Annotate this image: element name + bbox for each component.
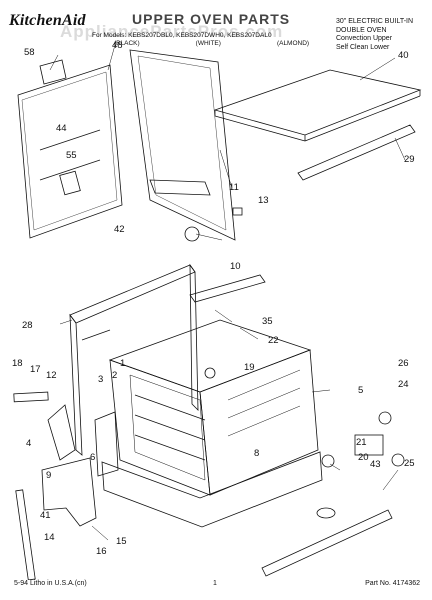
page-number: 1 [213, 580, 217, 587]
callout-18: 18 [12, 358, 23, 369]
callout-25: 25 [404, 458, 415, 469]
gasket [189, 274, 266, 303]
color-variants: (BLACK) (WHITE) (ALMOND) [114, 40, 309, 48]
callout-10: 10 [230, 261, 241, 272]
leg-20 [316, 507, 336, 519]
desc-line: Convection Upper [336, 35, 393, 42]
callout-19: 19 [244, 362, 255, 373]
callout-13: 13 [258, 195, 269, 206]
trim-43 [261, 509, 393, 577]
desc-line: 30" ELECTRIC BUILT-IN [336, 18, 414, 25]
selector-24 [354, 434, 384, 456]
callout-5: 5 [358, 385, 364, 396]
page-title: UPPER OVEN PARTS [132, 11, 291, 27]
element-21 [321, 454, 335, 468]
base-pan [101, 451, 323, 528]
top-panel [213, 69, 422, 142]
color-almond: (ALMOND) [276, 40, 310, 47]
callout-8: 8 [254, 448, 260, 459]
rail-29 [297, 124, 416, 181]
callout-3: 3 [98, 374, 104, 385]
callout-44: 44 [56, 123, 67, 134]
models-line: For Models: KEBS207DBL0, KEBS207DWH0, KE… [92, 32, 272, 39]
bracket-58 [39, 59, 67, 85]
callout-20: 20 [358, 452, 369, 463]
callout-24: 24 [398, 379, 409, 390]
callout-6: 6 [90, 452, 96, 463]
brand-logo: KitchenAid [9, 12, 86, 29]
callout-43: 43 [370, 459, 381, 470]
knob-26 [378, 411, 392, 425]
callout-21: 21 [356, 437, 367, 448]
front-frame [69, 263, 199, 456]
rear-panel [17, 64, 123, 239]
color-white: (WHITE) [195, 40, 221, 47]
clip-13 [232, 207, 243, 216]
part-number: Part No. 4174362 [365, 580, 420, 587]
callout-26: 26 [398, 358, 409, 369]
callout-55: 55 [66, 150, 77, 161]
bracket-3 [94, 411, 119, 477]
latch-12 [47, 404, 76, 461]
callout-41: 41 [40, 510, 51, 521]
desc-line: DOUBLE OVEN [336, 26, 387, 34]
knob-10 [184, 226, 200, 242]
page-header: KitchenAid UPPER OVEN PARTS AppliancePar… [0, 6, 432, 68]
hinge-9 [41, 457, 97, 527]
oven-liner [108, 319, 319, 496]
exploded-parts-diagram [13, 44, 422, 580]
callout-16: 16 [96, 546, 107, 557]
callout-12: 12 [46, 370, 57, 381]
callout-29: 29 [404, 154, 415, 165]
hinge-18 [13, 391, 49, 403]
callout-2: 2 [112, 370, 118, 381]
callout-9: 9 [46, 470, 52, 481]
leader-lines [49, 44, 406, 541]
callout-58: 58 [24, 47, 35, 58]
callout-1: 1 [120, 358, 126, 369]
trim-41 [15, 489, 36, 580]
switch-25 [391, 453, 405, 467]
callout-15: 15 [116, 536, 127, 547]
litho-code: 5-94 Litho in U.S.A.(cn) [14, 580, 87, 587]
callout-17: 17 [30, 364, 41, 375]
watermark: AppliancePartsPros.com [60, 22, 284, 41]
callout-28: 28 [22, 320, 33, 331]
color-black: (BLACK) [114, 40, 140, 47]
models-block: For Models: KEBS207DBL0, KEBS207DWH0, KE… [92, 32, 309, 48]
callout-22: 22 [268, 335, 279, 346]
callout-35: 35 [262, 316, 273, 327]
side-panel [129, 49, 236, 241]
product-description: 30" ELECTRIC BUILT-IN DOUBLE OVEN Convec… [336, 18, 426, 52]
callout-11: 11 [229, 182, 239, 193]
callout-4: 4 [26, 438, 32, 449]
desc-line: Self Clean Lower [336, 43, 390, 51]
callout-14: 14 [44, 532, 55, 543]
callout-42: 42 [114, 224, 125, 235]
callout-48: 48 [112, 40, 123, 51]
page-footer: 5-94 Litho in U.S.A.(cn) 1 Part No. 4174… [0, 580, 432, 594]
callout-40: 40 [398, 50, 409, 61]
